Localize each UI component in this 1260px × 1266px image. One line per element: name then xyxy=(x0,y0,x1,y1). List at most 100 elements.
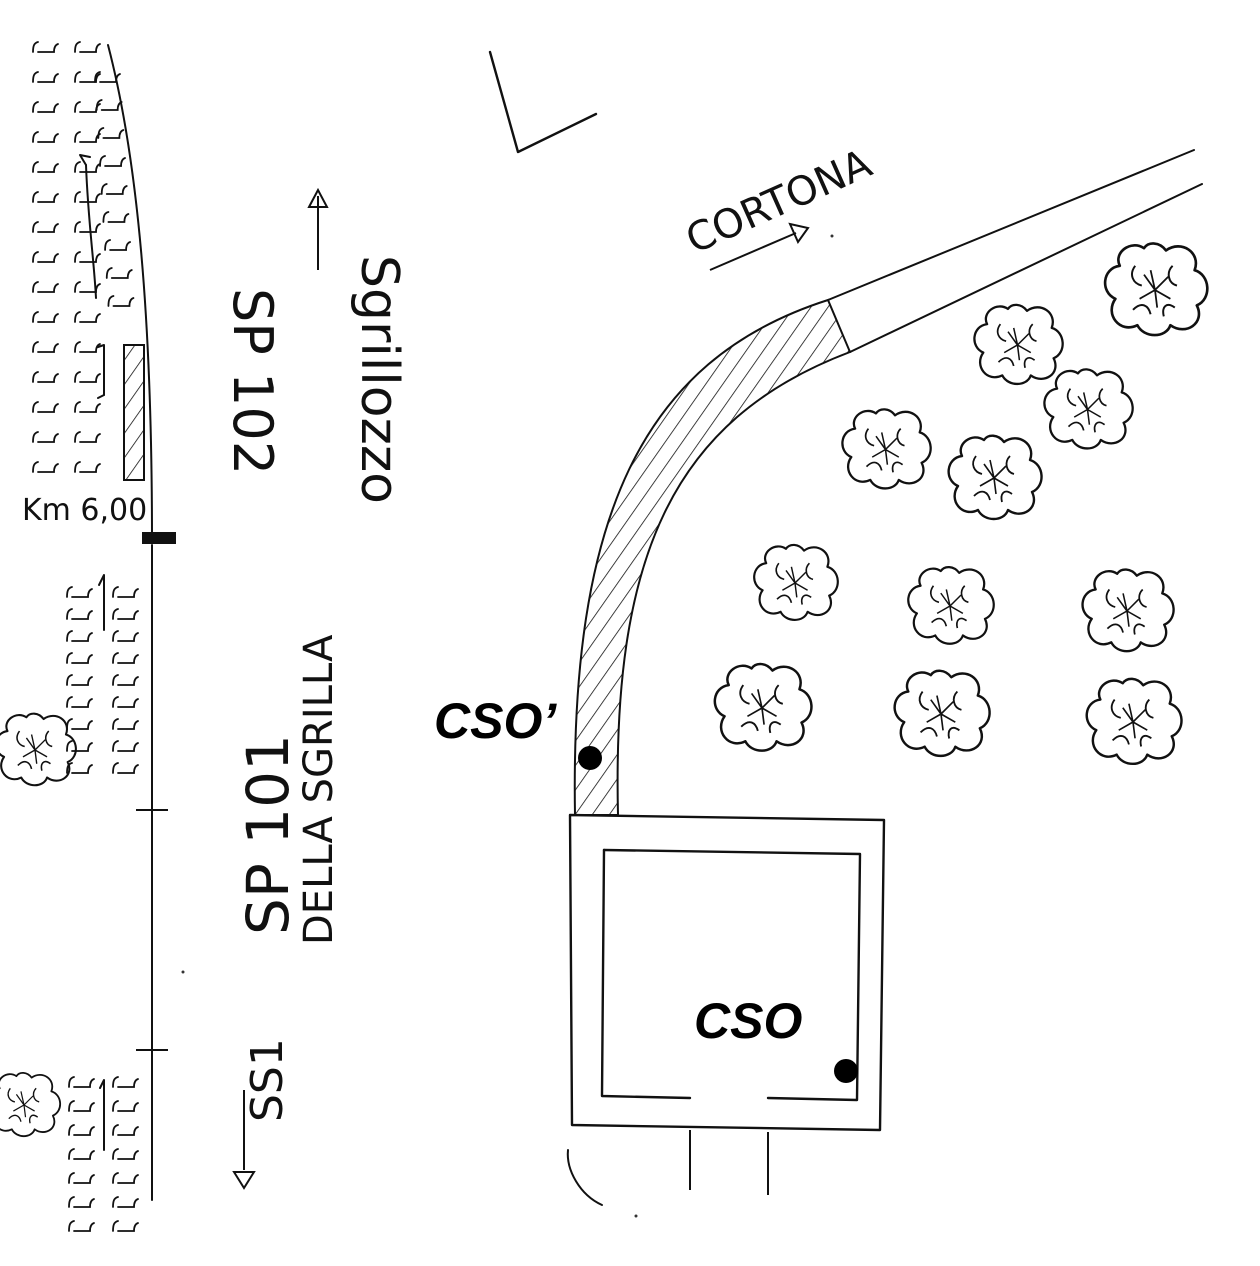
tree-icon xyxy=(947,434,1043,521)
marsh-tuft-icon xyxy=(32,221,59,233)
marsh-tuft-icon xyxy=(74,281,101,293)
arrow-cortona xyxy=(709,222,810,271)
arrow-south xyxy=(232,1090,256,1190)
marsh-tuft-icon xyxy=(105,267,133,279)
marsh-tuft-icon xyxy=(66,696,93,708)
marsh-tuft-icon xyxy=(74,341,101,353)
marsh-tuft-icon xyxy=(107,295,135,307)
marsh-tuft-icon xyxy=(74,131,101,143)
sp102-label: SP 102 xyxy=(221,288,284,475)
ss1-label: SS1 xyxy=(242,1038,293,1122)
marsh-tuft-icon xyxy=(95,99,123,111)
marsh-tuft-icon xyxy=(32,371,59,383)
marsh-tuft-icon xyxy=(112,630,139,642)
marsh-tuft-icon xyxy=(112,608,139,620)
marsh-tuft-icon xyxy=(68,1196,95,1208)
cortona-label: CORTONA xyxy=(679,141,879,264)
marsh-tuft-icon xyxy=(112,1100,139,1112)
marsh-tuft-icon xyxy=(74,41,101,53)
marsh-tuft-icon xyxy=(32,101,59,113)
marsh-tuft-icon xyxy=(32,161,59,173)
marsh-tuft-icon xyxy=(112,652,139,664)
marsh-tuft-icon xyxy=(112,1220,139,1232)
marsh-tuft-icon xyxy=(112,1076,139,1088)
north-mark xyxy=(488,50,598,154)
hatched-path xyxy=(573,298,852,816)
cso-prime-marker xyxy=(578,746,602,770)
marsh-tuft-icon xyxy=(66,630,93,642)
marsh-tuft-icon xyxy=(66,740,93,752)
marsh-tuft-icon xyxy=(68,1220,95,1232)
marsh-vegetation xyxy=(32,41,139,1232)
marsh-tuft-icon xyxy=(32,281,59,293)
marsh-tuft-icon xyxy=(112,586,139,598)
marsh-tuft-icon xyxy=(32,131,59,143)
marsh-tuft-icon xyxy=(112,1196,139,1208)
marsh-tuft-icon xyxy=(112,762,139,774)
marsh-tuft-icon xyxy=(68,1124,95,1136)
tree-icon xyxy=(1043,368,1134,450)
ink-dot xyxy=(181,970,185,974)
sgrillozzo-label: Sgrillozzo xyxy=(349,255,409,504)
marsh-tuft-icon xyxy=(74,431,101,443)
marsh-tuft-icon xyxy=(66,608,93,620)
km-label: Km 6,00 xyxy=(22,493,147,528)
marsh-tuft-icon xyxy=(32,311,59,323)
marsh-tuft-icon xyxy=(112,1172,139,1184)
tree-icon xyxy=(907,565,995,645)
ink-dot xyxy=(830,234,834,238)
tree-icon xyxy=(841,408,932,490)
marsh-tuft-icon xyxy=(104,239,131,251)
cso-label: CSO xyxy=(694,993,802,1049)
marsh-tuft-icon xyxy=(112,674,139,686)
marsh-tuft-icon xyxy=(66,652,93,664)
marsh-tuft-icon xyxy=(74,371,101,383)
marsh-tuft-icon xyxy=(74,251,101,263)
marsh-tuft-icon xyxy=(74,461,101,473)
marsh-tuft-icon xyxy=(32,191,59,203)
cortona-road xyxy=(827,149,1203,353)
marsh-tuft-icon xyxy=(112,740,139,752)
hatched-strip-left xyxy=(123,344,145,481)
marsh-tuft-icon xyxy=(112,696,139,708)
ink-dot xyxy=(634,1214,638,1218)
marsh-tuft-icon xyxy=(94,71,121,83)
marsh-tuft-icon xyxy=(68,1148,95,1160)
cso-prime-label: CSO’ xyxy=(434,693,557,749)
marsh-tuft-icon xyxy=(32,461,59,473)
della-sgrilla-label: DELLA SGRILLA xyxy=(296,634,342,945)
marsh-tuft-icon xyxy=(74,221,101,233)
marsh-tuft-icon xyxy=(112,718,139,730)
tree-icon xyxy=(0,1071,62,1138)
tree-icon xyxy=(1103,242,1209,337)
marsh-tuft-icon xyxy=(74,401,101,413)
marsh-tuft-icon xyxy=(32,341,59,353)
marsh-tuft-icon xyxy=(32,71,59,83)
marsh-tuft-icon xyxy=(32,401,59,413)
tree-icon xyxy=(1081,568,1175,653)
marsh-tuft-icon xyxy=(66,762,93,774)
tree-icon xyxy=(0,712,78,787)
tree-icon xyxy=(752,543,839,622)
marsh-tuft-icon xyxy=(74,311,101,323)
marsh-tuft-icon xyxy=(66,718,93,730)
marsh-tuft-icon xyxy=(99,155,126,167)
cso-marker xyxy=(834,1059,858,1083)
marsh-tuft-icon xyxy=(100,183,128,195)
arrow-north xyxy=(307,187,329,270)
marsh-tuft-icon xyxy=(32,41,59,53)
tree-icon xyxy=(893,669,991,758)
sp101-road xyxy=(79,44,153,1201)
marsh-tuft-icon xyxy=(66,586,93,598)
marsh-tuft-icon xyxy=(97,127,125,139)
marsh-tuft-icon xyxy=(112,1148,139,1160)
building-outline xyxy=(566,813,886,1206)
km-marker xyxy=(142,532,176,544)
marsh-tuft-icon xyxy=(68,1076,95,1088)
marsh-tuft-icon xyxy=(32,431,59,443)
marsh-tuft-icon xyxy=(112,1124,139,1136)
marsh-tuft-icon xyxy=(68,1100,95,1112)
tree-icon xyxy=(973,303,1064,386)
sp101-label: SP 101 xyxy=(234,734,302,935)
